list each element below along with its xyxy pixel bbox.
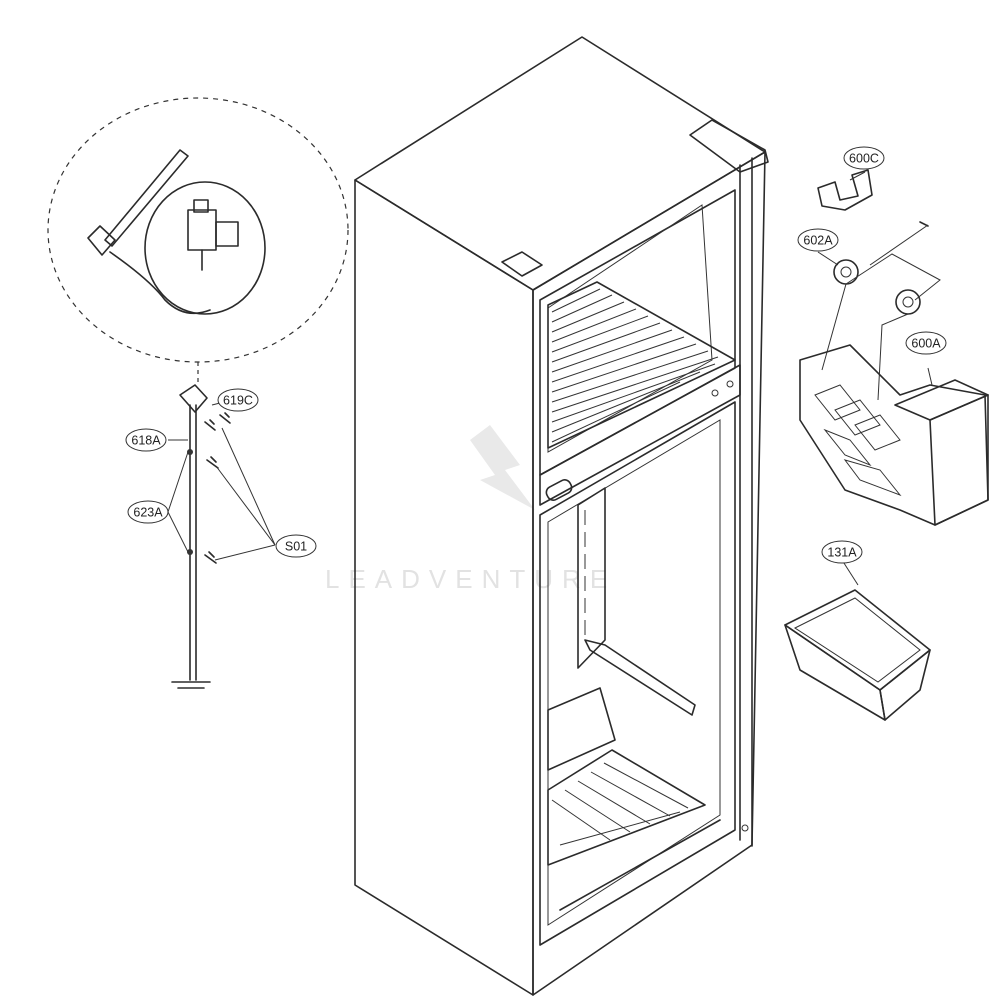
- ice-mold-cells: [814, 384, 902, 497]
- water-valve-body: [187, 209, 217, 251]
- tube-fitting-icon: [87, 225, 116, 256]
- freezer-shelf: [547, 281, 736, 449]
- leader-600C: [849, 171, 866, 181]
- fresh-food-opening: [539, 401, 736, 946]
- leader-623A-a: [167, 451, 189, 513]
- label-600A: 600A: [905, 331, 947, 355]
- label-619C: 619C: [217, 388, 259, 412]
- label-602A: 602A: [797, 228, 839, 252]
- label-600C: 600C: [843, 146, 885, 170]
- ice-maker-parts: [784, 169, 989, 721]
- fill-tube: [189, 404, 197, 681]
- mullion-screw-2: [726, 380, 734, 388]
- crisper-cover: [547, 687, 616, 771]
- coiled-water-line: [144, 181, 266, 315]
- fill-tube-assembly: [167, 384, 276, 689]
- cabinet-top: [354, 36, 766, 291]
- screw-icon: [219, 412, 231, 424]
- screw-icon: [204, 419, 216, 431]
- mullion-screw: [711, 389, 719, 397]
- tube-clip-1: [187, 449, 193, 455]
- label-618A: 618A: [125, 428, 167, 452]
- bottom-grille: [547, 749, 706, 866]
- ice-maker-motor-top: [894, 379, 989, 421]
- ice-bin-side: [879, 649, 931, 721]
- divider-mullion: [539, 364, 741, 506]
- screw-guide-line: [869, 224, 929, 266]
- tube-clip-2: [187, 549, 193, 555]
- part-labels: 600C 602A 600A 131A 619C 618A 623A S01: [125, 146, 947, 564]
- grommet-602A-b: [895, 289, 921, 315]
- tube-base: [171, 681, 211, 689]
- grommet-602A-a: [833, 259, 859, 285]
- ice-maker-motor-housing: [929, 394, 989, 526]
- watermark-text: LEADVENTURE: [325, 564, 616, 594]
- label-131A: 131A: [821, 540, 863, 564]
- top-control-panel: [501, 251, 543, 277]
- door-gasket-bottom: [559, 819, 721, 911]
- refrigerator-cabinet: [354, 36, 769, 996]
- freezer-shelf-wires: [551, 288, 719, 443]
- detail-circle: [47, 97, 349, 363]
- lower-hinge-screw: [741, 824, 749, 832]
- watermark: LEADVENTURE: [325, 425, 616, 594]
- leader-623A-b: [167, 511, 189, 553]
- svg-text:619C: 619C: [223, 394, 253, 408]
- ice-bin-rim: [793, 597, 921, 683]
- leader-600A: [927, 367, 933, 386]
- label-623A: 623A: [127, 500, 169, 524]
- label-S01: S01: [275, 534, 317, 558]
- bracket-600C: [817, 169, 873, 211]
- assembly-guide-lines: [821, 253, 941, 371]
- tube-valve-head-icon: [179, 384, 208, 413]
- svg-text:600A: 600A: [911, 337, 941, 351]
- freezer-opening: [539, 189, 736, 476]
- water-valve-inlet: [193, 199, 209, 213]
- svg-text:131A: 131A: [827, 546, 857, 560]
- screw-icon: [204, 551, 217, 564]
- shelf-rail: [584, 639, 696, 716]
- leader-602A: [817, 251, 839, 266]
- grommet-hole: [840, 266, 852, 278]
- svg-text:602A: 602A: [803, 234, 833, 248]
- detail-callout: [47, 97, 349, 385]
- leader-131A: [841, 559, 859, 586]
- ice-bin-front: [784, 624, 886, 721]
- svg-text:S01: S01: [285, 540, 307, 554]
- leader-S01-b: [215, 465, 276, 546]
- rear-duct: [577, 487, 606, 669]
- bottom-grille-slats: [551, 762, 689, 846]
- watermark-logo-icon: [470, 425, 535, 510]
- water-line-run: [109, 251, 211, 315]
- svg-text:600C: 600C: [849, 152, 879, 166]
- grommet-hole: [902, 296, 914, 308]
- water-tube: [104, 149, 189, 247]
- top-hinge: [689, 119, 769, 173]
- ice-maker-600A: [799, 344, 989, 526]
- svg-text:618A: 618A: [131, 434, 161, 448]
- svg-text:623A: 623A: [133, 506, 163, 520]
- leader-S01-c: [214, 544, 276, 561]
- water-valve-solenoid: [215, 221, 239, 247]
- mullion-vent: [545, 479, 573, 501]
- leader-S01-a: [221, 427, 276, 546]
